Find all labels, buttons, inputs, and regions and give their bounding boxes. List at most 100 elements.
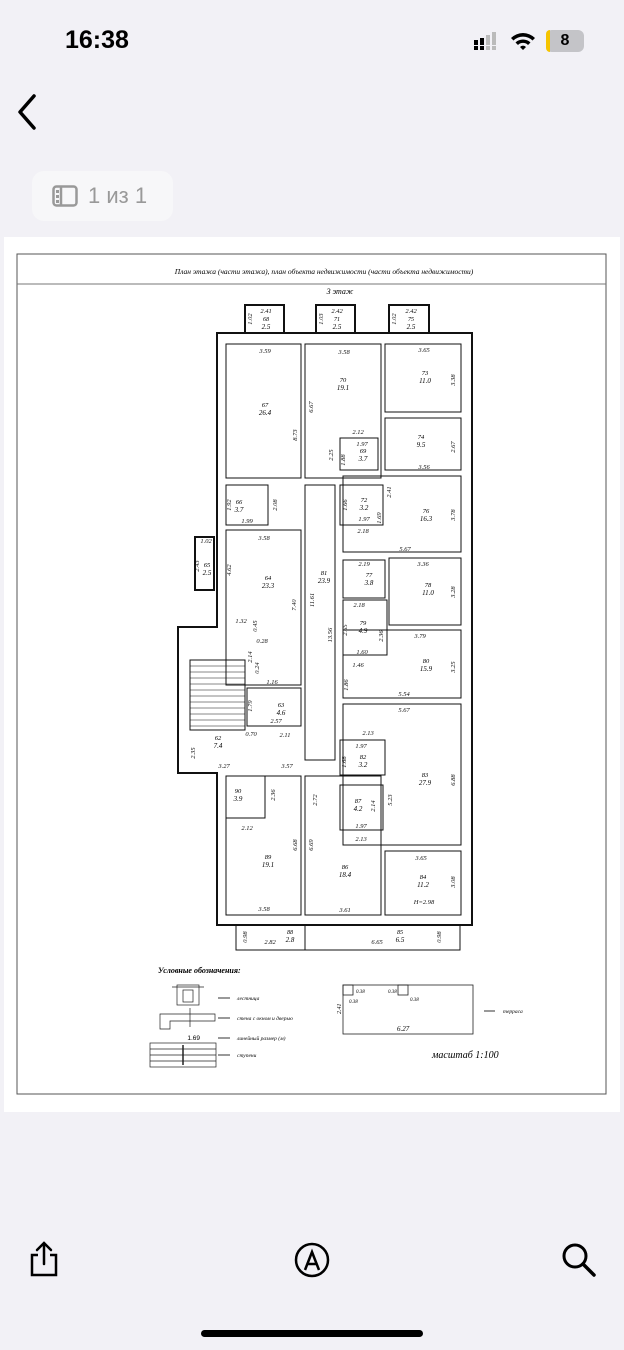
markup-button[interactable]	[292, 1240, 332, 1280]
dimension-label: 6.67	[308, 401, 315, 413]
legend-steps: ступени	[237, 1053, 257, 1059]
room-outline	[246, 687, 302, 727]
room-area: 3.7	[358, 455, 368, 463]
room-area: 11.0	[419, 377, 431, 385]
room-number: 86	[342, 864, 349, 871]
room-number: 74	[418, 434, 425, 441]
dimension-label: 5.67	[399, 546, 411, 553]
stairs-symbol	[172, 984, 204, 1006]
room-label: 823.2	[358, 754, 368, 769]
dimension-label: 3.78	[450, 509, 457, 522]
legend-wall: стена с окном и дверью	[237, 1015, 293, 1022]
dimension-label: 1.97	[355, 743, 367, 750]
room-number: 76	[423, 508, 430, 515]
dimension-label: 2.25	[328, 449, 335, 461]
page-indicator-button[interactable]: 1 из 1	[32, 171, 173, 221]
dimension-label: 2.13	[355, 836, 367, 843]
room-outline	[304, 484, 336, 761]
dimension-label: 3.58	[337, 349, 350, 356]
dimension-label: 2.08	[272, 499, 279, 511]
dimension-label: 2.35	[190, 747, 197, 759]
terrace-dim: 0.38	[349, 1000, 358, 1005]
share-button[interactable]	[24, 1240, 64, 1280]
terrace-dim: 6.27	[397, 1025, 410, 1033]
room-number: 90	[235, 788, 242, 795]
room-label: 794.9	[359, 620, 368, 635]
sidebar-icon	[52, 185, 78, 207]
dimension-label: 2.72	[312, 794, 319, 806]
dimension-label: 1.16	[266, 679, 278, 686]
dimension-label: 1.79	[247, 700, 254, 712]
dimension-label: 2.14	[247, 651, 254, 663]
dimension-label: 2.18	[357, 528, 369, 535]
room-area: 11.0	[422, 589, 434, 597]
dimension-label: 2.19	[358, 561, 370, 568]
room-area: 4.6	[277, 709, 286, 717]
room-area: 16.3	[420, 515, 433, 523]
back-button[interactable]	[12, 92, 42, 132]
legend-dim: линейный размер (м)	[236, 1035, 286, 1042]
room-area: 27.9	[419, 779, 432, 787]
room-outline	[235, 924, 306, 951]
dimension-label: 11.61	[309, 593, 316, 607]
dimension-label: 1.68	[341, 756, 348, 768]
legend-stairs: лестница	[236, 996, 260, 1002]
page-count: 1 из 1	[88, 183, 148, 208]
terrace-symbol	[342, 984, 474, 1035]
room-number: 73	[422, 370, 429, 377]
dimension-label: 6.69	[308, 839, 315, 851]
dimension-label: 2.42	[331, 308, 343, 315]
scale-label: масштаб 1:100	[431, 1050, 499, 1061]
dimension-label: 2.65	[342, 624, 349, 636]
dimension-label: 2.18	[353, 602, 365, 609]
dimension-label: 2.36	[270, 789, 277, 801]
dimension-label: 1.86	[343, 679, 350, 691]
home-indicator	[201, 1330, 423, 1337]
document-page[interactable]	[4, 237, 620, 1112]
room-area: 9.5	[417, 441, 426, 449]
room-number: 83	[422, 772, 429, 779]
page-frame	[16, 253, 607, 1095]
dimension-label: 0.98	[436, 931, 443, 943]
room-number: 72	[361, 497, 368, 504]
room-label: 903.9	[233, 788, 243, 803]
room-outline	[304, 775, 382, 916]
dimension-label: 1.69	[376, 512, 383, 524]
dimension-label: 1.88	[340, 454, 347, 466]
room-number: 69	[360, 448, 367, 455]
room-outline	[225, 775, 302, 916]
room-outline	[388, 304, 430, 334]
dimension-label: 5.67	[398, 707, 410, 714]
dimension-label: 1.02	[247, 313, 254, 325]
room-outline	[225, 775, 266, 819]
dimension-label: 3.61	[338, 907, 350, 914]
room-area: 18.4	[339, 871, 352, 879]
room-number: 79	[360, 620, 367, 627]
steps-symbol	[149, 1042, 217, 1068]
room-area: 19.1	[337, 384, 349, 392]
room-label: 712.5	[333, 317, 342, 331]
status-time: 16:38	[65, 26, 129, 54]
dimension-label: 2.67	[450, 441, 457, 453]
dimension-label: 2.57	[270, 718, 282, 725]
room-area: 15.9	[420, 665, 433, 673]
wifi-icon	[511, 33, 535, 50]
floor-label: 3 этаж	[326, 287, 354, 296]
status-icons: 8	[474, 30, 584, 52]
dimension-label: 1.46	[352, 662, 364, 669]
room-outline	[194, 536, 215, 591]
room-label: 682.5	[262, 317, 271, 331]
legend-terrace: терраса	[503, 1009, 523, 1015]
dimension-label: 6.65	[371, 939, 383, 946]
room-number: 71	[334, 317, 340, 323]
dimension-label: 3.57	[280, 763, 293, 770]
dimension-label: 3.59	[258, 348, 271, 355]
search-button[interactable]	[558, 1240, 598, 1280]
dimension-label: 1.97	[356, 441, 368, 448]
